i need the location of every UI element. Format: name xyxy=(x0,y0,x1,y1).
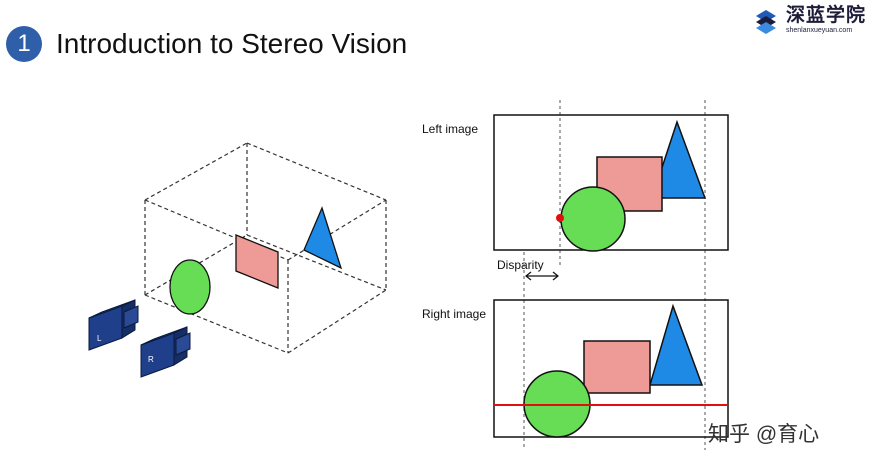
scene-circle xyxy=(169,259,211,315)
left-image-square xyxy=(596,156,663,212)
left-image-label: Left image xyxy=(422,122,479,136)
left-image-triangle xyxy=(650,119,707,199)
slide-title: Introduction to Stereo Vision xyxy=(56,28,408,59)
step-badge: 1 xyxy=(6,26,42,62)
brand-name: 深蓝学院 xyxy=(786,5,867,26)
brand-domain: shenlanxueyuan.com xyxy=(786,27,853,34)
disparity-arrow xyxy=(525,271,559,281)
left-image-point xyxy=(556,214,564,222)
right-image-frame xyxy=(493,299,729,438)
left-camera-icon xyxy=(88,299,139,351)
right-image-triangle xyxy=(649,303,704,386)
scene-square xyxy=(235,234,279,289)
left-camera-label: L xyxy=(97,334,102,343)
brand-logo: 深蓝学院 shenlanxueyuan.com xyxy=(752,6,866,38)
slide-header: 1 Introduction to Stereo Vision xyxy=(6,24,407,64)
guide-lines xyxy=(523,100,706,450)
right-camera-icon xyxy=(140,326,191,378)
left-image-frame xyxy=(493,114,729,251)
right-image-square xyxy=(583,340,651,394)
right-image-label: Right image xyxy=(422,307,487,321)
right-camera-label: R xyxy=(148,355,154,364)
watermark: 知乎 @育心 xyxy=(708,423,820,446)
brand-logo-icon xyxy=(756,10,776,34)
left-image-circle xyxy=(560,186,626,252)
disparity-label: Disparity xyxy=(497,258,544,272)
scene-triangle xyxy=(303,206,343,270)
